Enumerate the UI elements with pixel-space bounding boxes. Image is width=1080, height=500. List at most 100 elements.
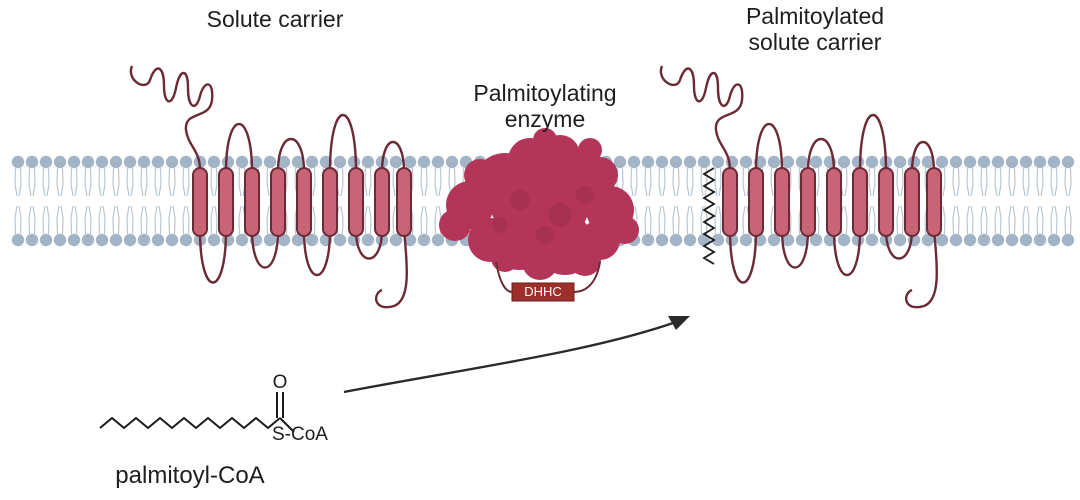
lipid-head [305, 233, 319, 247]
enzyme-domain [611, 216, 639, 244]
lipid-head [347, 155, 361, 169]
extracellular-loop [806, 138, 836, 173]
intracellular-loop [250, 229, 280, 269]
lipid-head [1005, 155, 1019, 169]
lipid-head [67, 155, 81, 169]
lipid-head [1061, 233, 1075, 247]
enzyme-domain [522, 244, 558, 280]
palmitoylating-enzyme [439, 128, 639, 302]
lipid-head [627, 155, 641, 169]
lipid-head [445, 155, 459, 169]
n-terminal-loop [659, 65, 744, 171]
lipid-head [95, 155, 109, 169]
lipid-head [123, 155, 137, 169]
lipid-head [361, 233, 375, 247]
lipid-head [795, 233, 809, 247]
n-terminal-loop [129, 65, 214, 171]
lipid-head [179, 233, 193, 247]
lipid-head [711, 233, 725, 247]
lipid-head [137, 233, 151, 247]
lipid-head [697, 155, 711, 169]
transmembrane-helix [800, 167, 816, 237]
lipid-head [669, 233, 683, 247]
palmitoyl-zigzag [702, 167, 716, 265]
lipid-head [1047, 155, 1061, 169]
transmembrane-helix [904, 167, 920, 237]
transmembrane-helix [374, 167, 390, 237]
enzyme-surface-shade [492, 217, 508, 233]
lipid-head [655, 155, 669, 169]
dhhc-linker [495, 261, 601, 293]
palmitoyl-coa-label: palmitoyl-CoA [115, 462, 265, 489]
lipid-head [389, 155, 403, 169]
extracellular-loop [380, 141, 406, 173]
extracellular-loop [276, 138, 306, 173]
transmembrane-helix [270, 167, 286, 237]
solute-carrier-protein [129, 65, 412, 309]
lipid-head [389, 233, 403, 247]
lipid-head [361, 155, 375, 169]
lipid-head [837, 233, 851, 247]
lipid-head [25, 233, 39, 247]
lipid-head [795, 155, 809, 169]
lipid-head [39, 155, 53, 169]
lipid-head [207, 155, 221, 169]
lipid-head [417, 233, 431, 247]
lipid-head [963, 233, 977, 247]
lipid-head [1019, 233, 1033, 247]
enzyme-domain [569, 244, 601, 276]
lipid-head [67, 233, 81, 247]
lipid-head [767, 155, 781, 169]
extracellular-loop [224, 123, 254, 173]
enzyme-domain [464, 159, 496, 191]
lipid-head [431, 233, 445, 247]
lipid-head [893, 233, 907, 247]
lipid-head [655, 233, 669, 247]
lipid-head [977, 233, 991, 247]
lipid-head [809, 233, 823, 247]
thioester-coa-label: S-CoA [272, 424, 328, 445]
lipid-head [151, 233, 165, 247]
reaction-arrow [343, 316, 690, 394]
lipid-head [991, 233, 1005, 247]
dhhc-motif-box [511, 282, 575, 302]
lipid-head [165, 155, 179, 169]
hydrocarbon-chain [99, 416, 281, 430]
lipid-head [949, 233, 963, 247]
lipid-head [963, 155, 977, 169]
transmembrane-helix [722, 167, 738, 237]
lipid-head [263, 233, 277, 247]
lipid-head [935, 233, 949, 247]
lipid-head [1019, 155, 1033, 169]
lipid-head [123, 233, 137, 247]
lipid-head [207, 233, 221, 247]
lipid-head [711, 155, 725, 169]
transmembrane-helix [878, 167, 894, 237]
transmembrane-helix [396, 167, 412, 237]
enzyme-surface-shade [576, 186, 594, 204]
palmitoylated-carrier-label: Palmitoylated solute carrier [745, 3, 885, 56]
lipid-head [669, 155, 683, 169]
lipid-head [53, 233, 67, 247]
intracellular-loop [780, 229, 810, 269]
lipid-head [1061, 155, 1075, 169]
lipid-head [991, 155, 1005, 169]
dhhc-motif-label: DHHC [524, 284, 562, 299]
lipid-head [1033, 233, 1047, 247]
lipid-head [179, 155, 193, 169]
thioester-bond [279, 417, 295, 433]
transmembrane-helix [852, 167, 868, 237]
lipid-head [165, 233, 179, 247]
lipid-head [431, 155, 445, 169]
enzyme-domain [533, 128, 557, 152]
lipid-head [95, 233, 109, 247]
lipid-head [235, 233, 249, 247]
lipid-head [907, 155, 921, 169]
lipid-head [25, 155, 39, 169]
lipid-head [403, 233, 417, 247]
lipid-head [865, 233, 879, 247]
enzyme-domain [578, 138, 602, 162]
lipid-head [53, 155, 67, 169]
lipid-head [11, 233, 25, 247]
